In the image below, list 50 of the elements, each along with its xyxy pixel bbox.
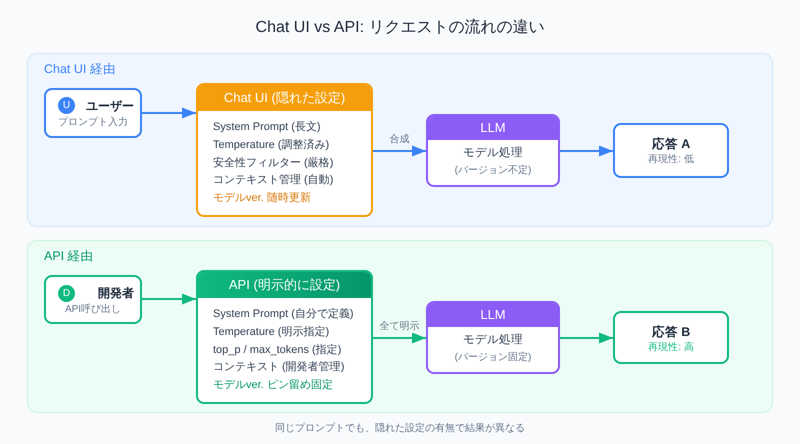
settings-card — [196, 270, 373, 404]
setting-item: top_p / max_tokens (指定) — [213, 342, 342, 358]
setting-item: 安全性フィルター (厳格) — [213, 156, 334, 171]
arrow — [142, 294, 196, 304]
group-label: API 経由 — [44, 248, 94, 264]
actor-name: 開発者 — [98, 285, 134, 301]
response-card — [613, 123, 729, 178]
avatar-circle: D — [58, 285, 75, 302]
actor-card — [44, 275, 142, 324]
diagram-title: Chat UI vs API: リクエストの流れの違い — [256, 18, 544, 38]
arrow — [560, 332, 613, 344]
caption: 同じプロンプトでも、隠れた設定の有無で結果が異なる — [275, 422, 525, 436]
avatar-circle: U — [58, 97, 75, 114]
setting-item: コンテキスト管理 (自動) — [213, 173, 334, 188]
setting-item: System Prompt (自分で定義) — [213, 306, 354, 322]
response-note: 再現性: 高 — [648, 340, 694, 355]
card-header: Chat UI (隠れた設定) — [198, 85, 371, 111]
card-header: LLM — [428, 116, 558, 140]
setting-item: モデルver. 随時更新 — [213, 190, 311, 206]
model-card — [426, 301, 560, 374]
group-panel — [27, 240, 773, 413]
model-note: (バージョン固定) — [454, 350, 532, 365]
setting-item: System Prompt (長文) — [213, 120, 321, 135]
setting-item: Temperature (調整済み) — [213, 138, 330, 153]
arrow — [373, 146, 426, 156]
group-panel — [27, 53, 773, 227]
actor-card — [44, 88, 142, 138]
arrow — [142, 108, 196, 118]
arrow — [560, 146, 613, 156]
response-note: 再現性: 低 — [648, 152, 694, 167]
model-task: モデル処理 — [463, 332, 523, 348]
actor-subtitle: プロンプト入力 — [58, 116, 128, 130]
actor-name: ユーザー — [86, 98, 134, 114]
response-title: 応答 B — [652, 324, 690, 341]
model-card — [426, 114, 560, 187]
settings-card — [196, 83, 373, 217]
arrow — [373, 332, 426, 344]
model-note: (バージョン不定) — [454, 164, 532, 178]
setting-item: コンテキスト (開発者管理) — [213, 360, 344, 376]
setting-item: Temperature (明示指定) — [213, 324, 330, 340]
model-task: モデル処理 — [463, 146, 523, 161]
setting-item: モデルver. ピン留め固定 — [213, 378, 333, 394]
edge-label: 全て明示 — [378, 320, 422, 333]
card-header: API (明示的に設定) — [198, 272, 371, 298]
response-title: 応答 A — [652, 136, 690, 153]
response-card — [613, 311, 729, 364]
edge-label: 合成 — [388, 133, 412, 146]
group-label: Chat UI 経由 — [44, 61, 116, 77]
actor-subtitle: API呼び出し — [64, 303, 122, 317]
card-header: LLM — [428, 303, 558, 327]
